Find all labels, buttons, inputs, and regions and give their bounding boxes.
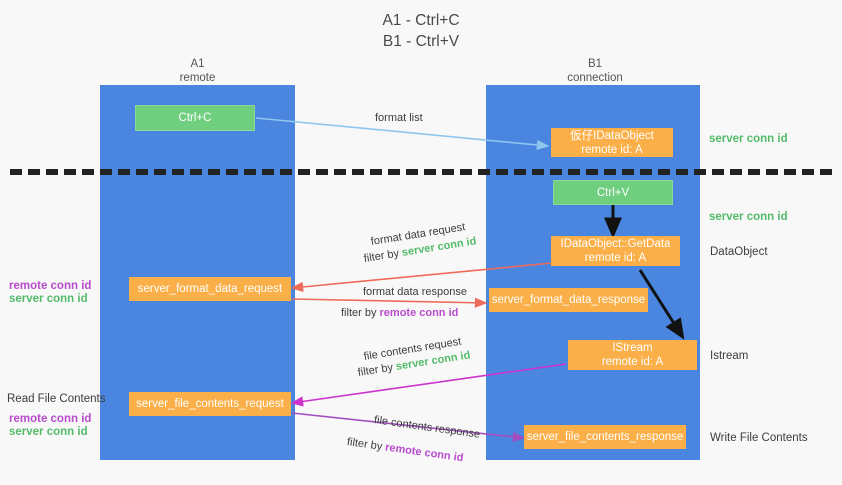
node-ctrl-v[interactable]: Ctrl+V bbox=[553, 180, 673, 205]
right-label-server-conn-id-top: server conn id bbox=[709, 133, 788, 145]
node-server-file-contents-response[interactable]: server_file_contents_response bbox=[524, 425, 686, 449]
page-title: A1 - Ctrl+C B1 - Ctrl+V bbox=[382, 12, 460, 50]
left-label-remote-conn-id-2: remote conn id bbox=[9, 413, 92, 425]
filter-prefix: filter by bbox=[362, 247, 403, 265]
edge-label-format-data-response: format data response bbox=[363, 286, 467, 298]
left-label-server-conn-id-2: server conn id bbox=[9, 426, 88, 438]
edge-label-file-contents-response-filter: filter by remote conn id bbox=[346, 435, 464, 466]
swimlane-a1-title: A1 remote bbox=[179, 58, 216, 84]
edge-label-format-data-response-filter: filter by remote conn id bbox=[341, 306, 458, 321]
node-istream-remote[interactable]: IStream remote id: A bbox=[568, 340, 697, 370]
left-label-server-conn-id-1: server conn id bbox=[9, 293, 88, 305]
node-server-format-data-request[interactable]: server_format_data_request bbox=[129, 277, 291, 301]
right-label-server-conn-id-mid: server conn id bbox=[709, 211, 788, 223]
left-label-remote-conn-id-1: remote conn id bbox=[9, 280, 92, 292]
node-ctrl-c[interactable]: Ctrl+C bbox=[135, 105, 255, 131]
right-label-dataobject: DataObject bbox=[710, 246, 768, 258]
node-idataobject-getdata[interactable]: IDataObject::GetData remote id: A bbox=[551, 236, 680, 266]
phase-divider bbox=[10, 169, 832, 175]
node-idataobject-remote[interactable]: 仮仔IDataObject remote id: A bbox=[551, 128, 673, 157]
swimlane-b1-title: B1 connection bbox=[567, 58, 623, 84]
filter-value-remote-conn-id: remote conn id bbox=[379, 307, 459, 319]
node-server-file-contents-request[interactable]: server_file_contents_request bbox=[129, 392, 291, 416]
left-label-read-file-contents: Read File Contents bbox=[7, 393, 106, 405]
filter-prefix: filter by bbox=[356, 361, 397, 379]
edge-label-file-contents-response: file contents response bbox=[373, 414, 481, 441]
filter-value-remote-conn-id: remote conn id bbox=[384, 441, 465, 465]
filter-prefix: filter by bbox=[346, 436, 387, 454]
right-label-write-file-contents: Write File Contents bbox=[710, 432, 808, 444]
node-server-format-data-response[interactable]: server_format_data_response bbox=[489, 288, 648, 312]
edge-label-format-list: format list bbox=[375, 112, 423, 124]
filter-prefix: filter by bbox=[341, 307, 380, 319]
right-label-istream: Istream bbox=[710, 350, 749, 362]
